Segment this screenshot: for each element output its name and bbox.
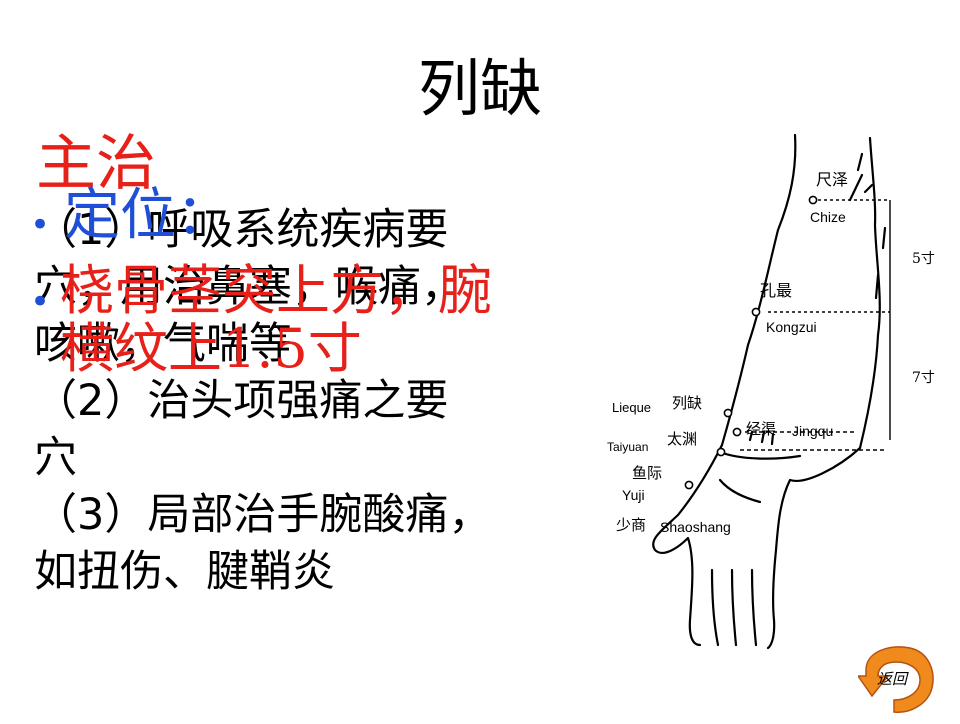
taiyuan-en-label: Taiyuan [607,440,648,454]
bullet-dot: • [30,282,51,322]
yuji-en-label: Yuji [622,487,645,503]
arm-outline-right [858,136,881,450]
kongzui-point [751,307,761,317]
wrist-crease [718,450,802,460]
chize-point [808,195,818,205]
taiyuan-point [716,447,726,457]
chize-cn-label: 尺泽 [816,170,848,189]
return-arrow-icon: 返回 [856,646,934,713]
jingqu-cn-label: 经渠 [746,420,776,438]
measure-7cun-label: 7寸 [912,370,935,386]
lieque-en-label: Lieque [612,400,651,415]
location-line: 桡骨茎突上方，腕 [60,259,492,322]
slide-title: 列缺 [417,52,542,125]
body-line: 如扭伤、腱鞘炎 [34,547,335,597]
lieque-point [723,408,733,418]
taiyuan-cn-label: 太渊 [667,430,697,448]
arm-outline-left [720,133,797,447]
chize-en-label: Chize [810,209,846,225]
jingqu-en-label: Jingqu [792,423,833,439]
body-line: 咳嗽，气喘等 [34,319,292,369]
main-treat-heading: 主治 [36,129,156,199]
finger-lines [710,568,758,647]
kongzui-cn-label: 孔最 [760,281,792,300]
measure-5cun-label: 5寸 [912,251,935,267]
indications-text: （1）呼吸系统疾病要 穴，用治鼻塞，喉痛， 咳嗽，气喘等 （2）治头项强痛之要 … [34,202,574,601]
body-line: （2）治头项强痛之要 [34,376,449,426]
body-line: （1）呼吸系统疾病要 [34,205,449,255]
location-line: 横纹上1.5寸 [60,317,362,380]
shaoshang-cn-label: 少商 [616,516,646,534]
thumb-crease [718,478,762,504]
back-button[interactable]: 返回 [856,640,938,720]
arm-marks [848,152,887,300]
shaoshang-en-label: Shaoshang [660,519,731,535]
yuji-point [684,480,694,490]
body-line: 穴 [34,433,77,483]
yuji-cn-label: 鱼际 [632,464,662,482]
hand-outline [652,443,862,650]
location-heading: 定位： [64,183,232,248]
body-line: 穴，用治鼻塞，喉痛， [34,262,464,312]
lieque-cn-label: 列缺 [672,394,702,412]
arm-acupoint-diagram: 尺泽 Chize 孔最 Kongzui Lieque 列缺 经渠 Jingqu … [607,133,935,650]
back-label: 返回 [877,670,909,688]
wrist-marks [748,430,775,446]
jingqu-point [732,427,742,437]
body-line: （3）局部治手腕酸痛， [34,490,492,540]
kongzui-en-label: Kongzui [766,319,817,335]
bullet-dot: • [30,205,51,245]
location-text: 桡骨茎突上方，腕 横纹上1.5寸 [60,262,492,378]
